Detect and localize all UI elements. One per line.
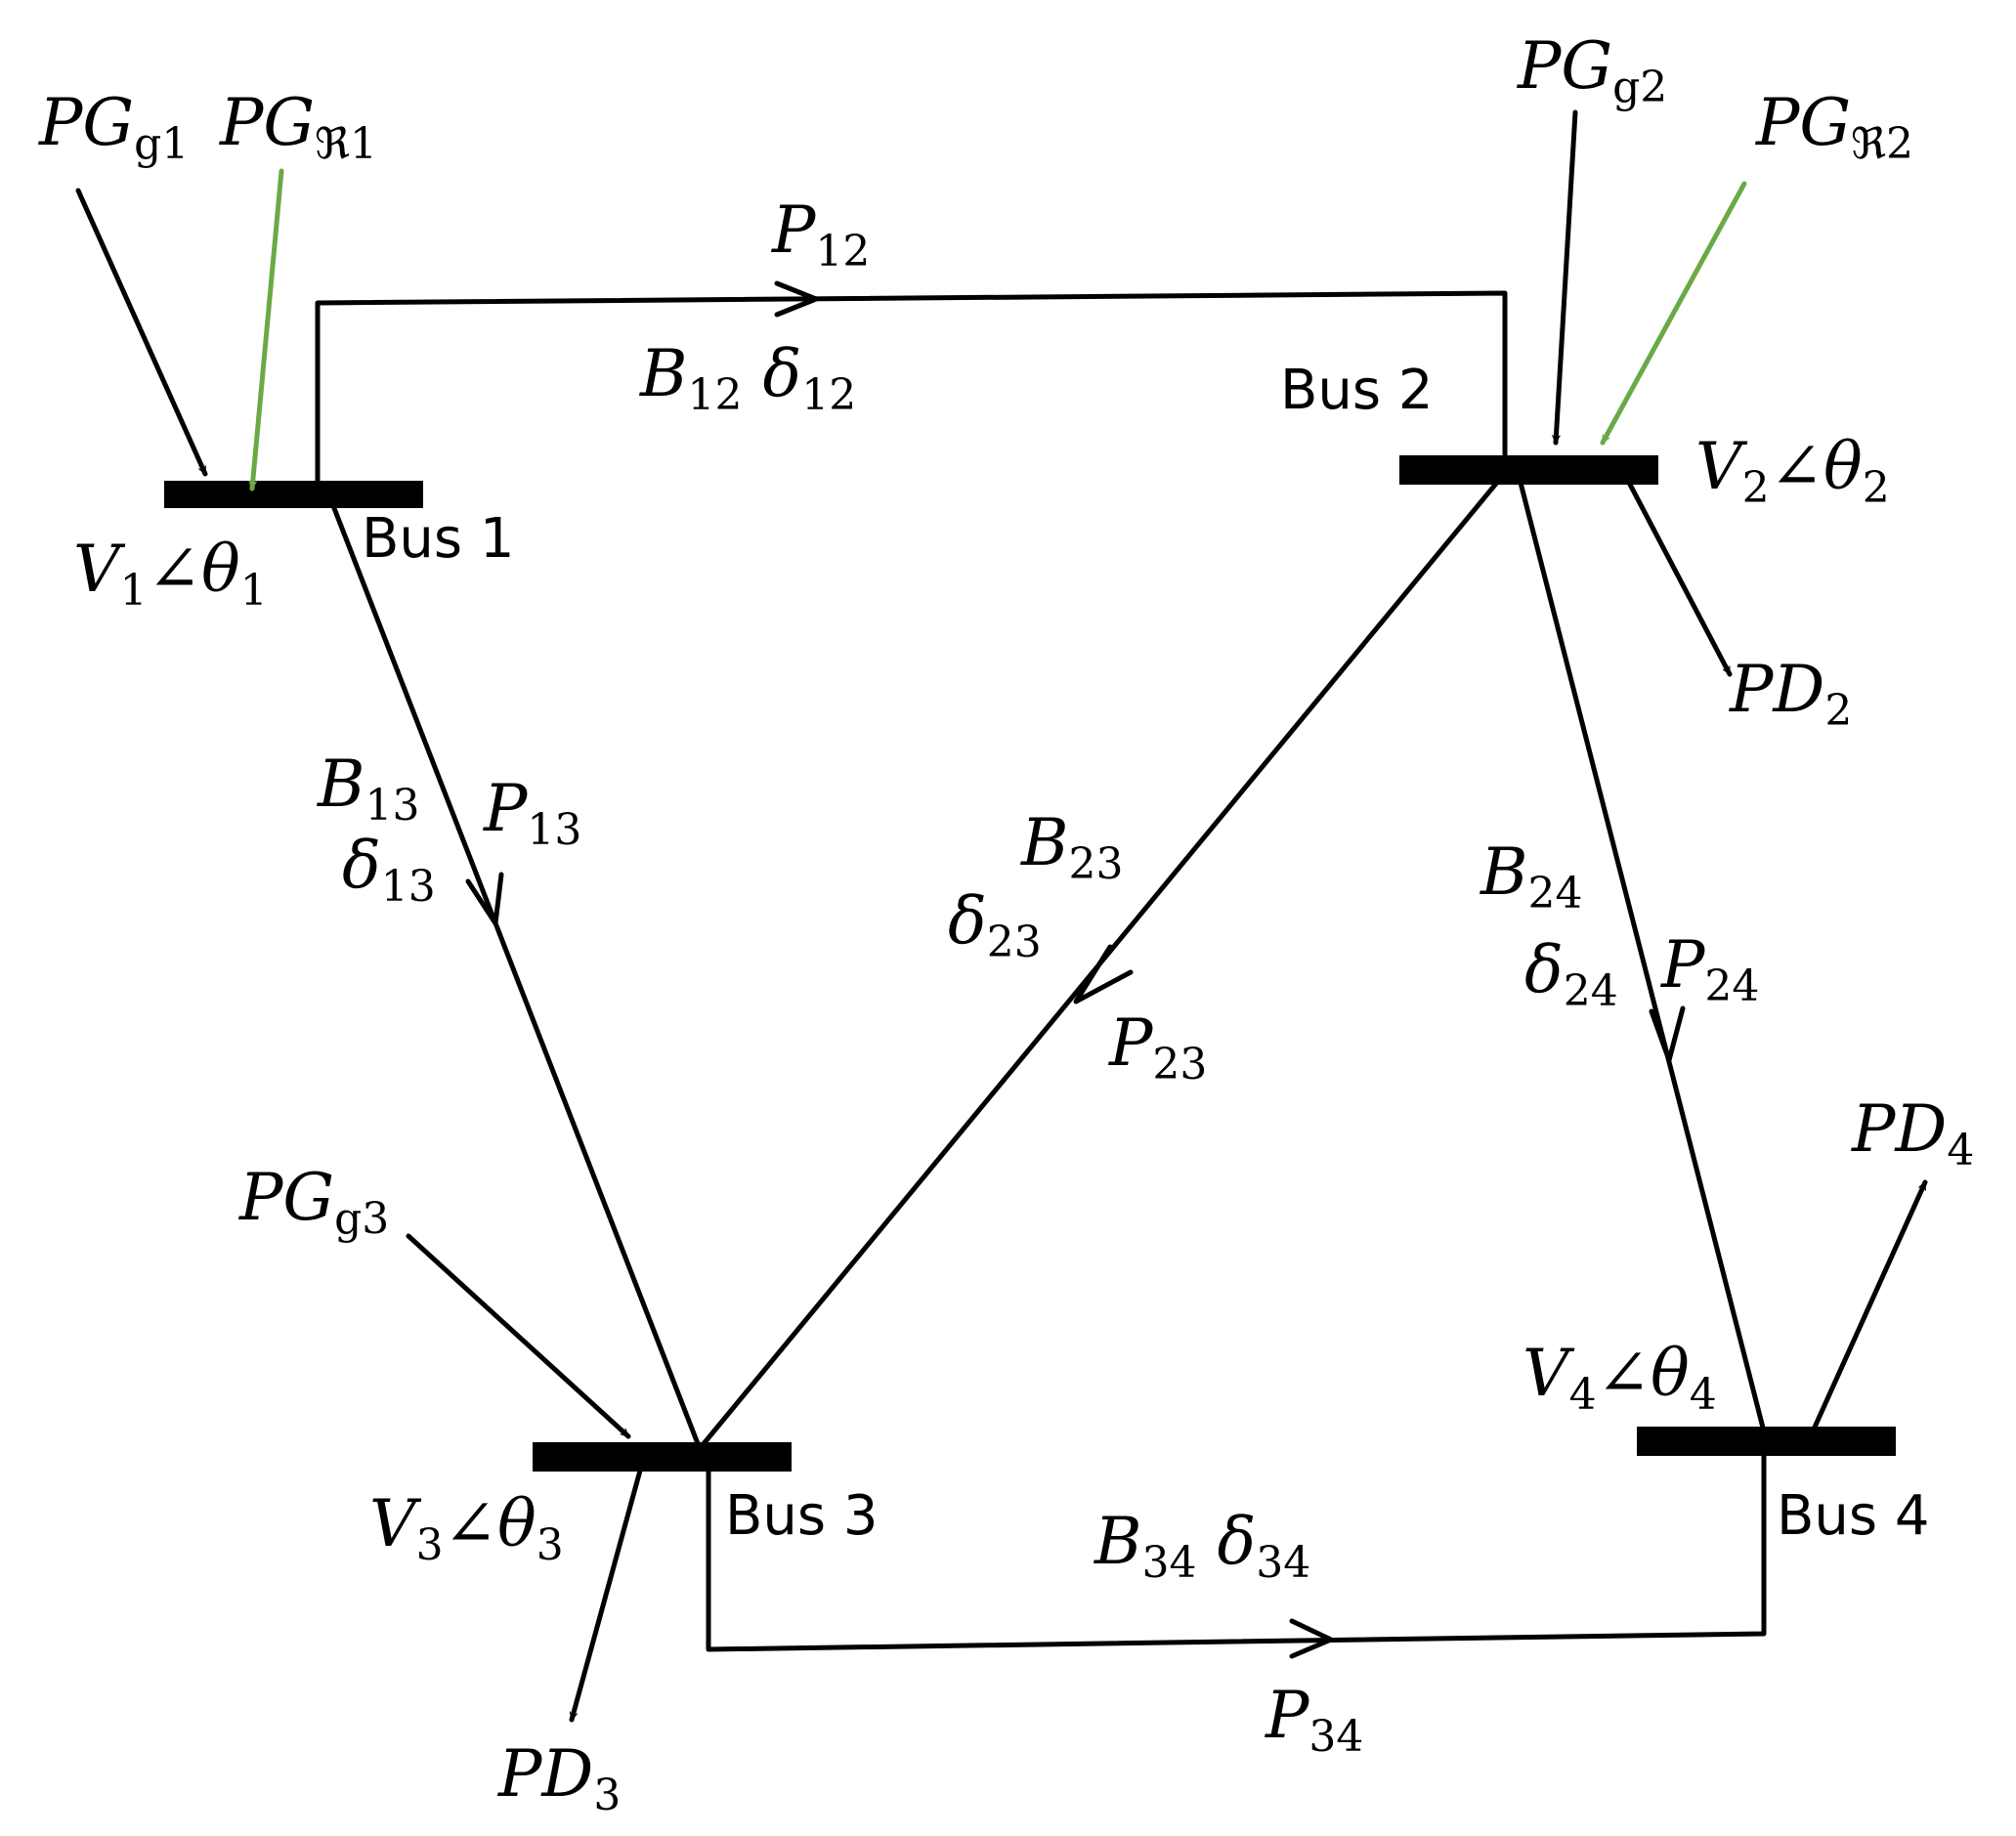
- demand-2-arrow: [1624, 476, 1733, 677]
- line-1-2-power-label: P12: [771, 192, 870, 277]
- demand-4-arrow: [1810, 1179, 1928, 1434]
- demand-3-label: PD3: [497, 1736, 621, 1820]
- gen-g2-arrow: [1556, 109, 1578, 446]
- bus3-label: Bus 3: [725, 1484, 879, 1548]
- gen-r1-label: PGℜ1: [219, 85, 377, 169]
- line-3-4-params-label: B34 δ34: [1094, 1504, 1310, 1588]
- line-2-4-flow-arrow: [1649, 1005, 1686, 1063]
- line-2-3-susceptance-label: B23: [1020, 805, 1124, 889]
- demand-4-label: PD4: [1851, 1091, 1974, 1175]
- gen-r2-label: PGℜ2: [1755, 85, 1913, 169]
- bus1-voltage: V1∠θ1: [73, 532, 268, 616]
- bus3-bar: [533, 1442, 792, 1472]
- bus2-voltage: V2∠θ2: [1695, 429, 1890, 513]
- line-3-4-power-label: P34: [1265, 1678, 1363, 1762]
- bus1-label: Bus 1: [362, 507, 515, 571]
- line-2-4-power-label: P24: [1660, 927, 1759, 1011]
- line-1-2-flow-arrow: [774, 280, 819, 318]
- gen-r2-arrow: [1600, 181, 1747, 446]
- line-1-3-angle-label: δ13: [342, 828, 436, 912]
- line-2-3-flow-arrow: [1073, 944, 1134, 1004]
- line-2-4-angle-label: δ24: [1524, 932, 1618, 1016]
- bus2-bar: [1399, 455, 1658, 485]
- bus4-label: Bus 4: [1777, 1484, 1930, 1548]
- line-2-3-angle-label: δ23: [948, 883, 1042, 967]
- line-2-4: [1517, 476, 1767, 1434]
- line-1-3-flow-arrow: [465, 872, 504, 926]
- gen-g3-label: PGg3: [238, 1160, 389, 1244]
- gen-g2-label: PGg2: [1517, 28, 1667, 112]
- line-2-4-susceptance-label: B24: [1480, 834, 1583, 918]
- demand-2-label: PD2: [1729, 652, 1852, 736]
- bus4-voltage: V4∠θ4: [1523, 1336, 1717, 1420]
- gen-g1-arrow: [75, 188, 208, 477]
- line-1-3-susceptance-label: B13: [317, 747, 420, 831]
- bus1-bar: [164, 481, 423, 508]
- line-2-3-power-label: P23: [1108, 1005, 1207, 1089]
- gen-g3-arrow: [406, 1233, 631, 1439]
- line-1-3: [329, 500, 702, 1449]
- line-1-2: [315, 290, 1508, 491]
- line-3-4-flow-arrow: [1289, 1618, 1334, 1659]
- demand-3-arrow: [569, 1468, 643, 1723]
- line-3-4: [706, 1448, 1767, 1652]
- bus3-voltage: V3∠θ3: [369, 1486, 564, 1570]
- bus2-label: Bus 2: [1280, 359, 1434, 422]
- line-1-2-params-label: B12 δ12: [639, 336, 856, 420]
- gen-r1-arrow: [252, 168, 284, 491]
- gen-g1-label: PGg1: [38, 85, 189, 169]
- line-1-3-power-label: P13: [483, 771, 581, 855]
